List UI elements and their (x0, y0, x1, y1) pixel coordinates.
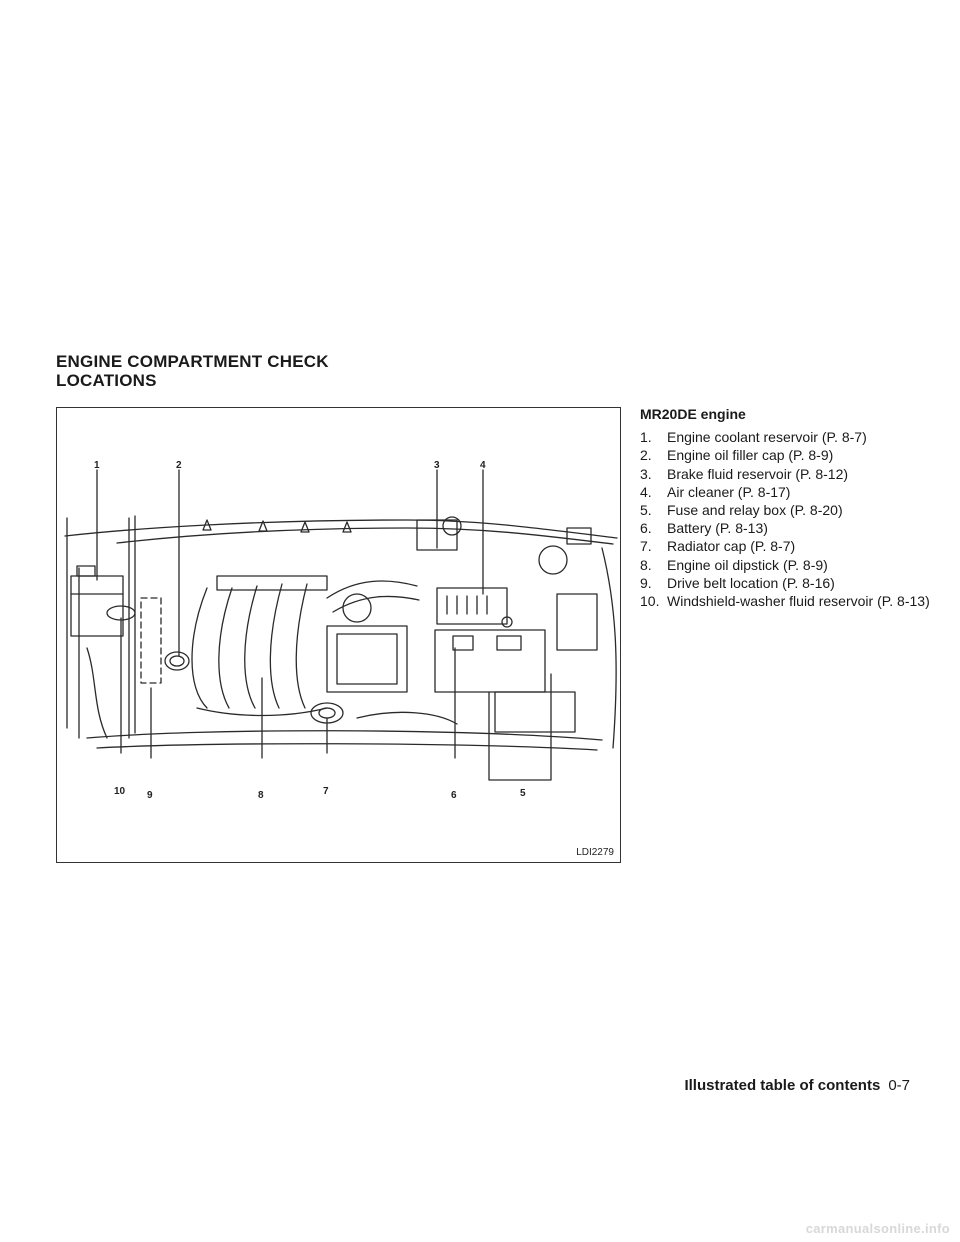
engine-compartment-figure: 1 2 3 4 5 6 7 8 9 10 LDI2279 (56, 407, 621, 863)
callout-1: 1 (94, 460, 100, 471)
legend-item-text: Engine oil dipstick (P. 8-9) (667, 556, 828, 573)
legend-item-number: 5. (640, 502, 652, 519)
section-heading: ENGINE COMPARTMENT CHECK LOCATIONS (56, 352, 329, 390)
legend-item: 10. Windshield-washer fluid reservoir (P.… (640, 592, 940, 610)
section-heading-line-1: ENGINE COMPARTMENT CHECK (56, 352, 329, 371)
callout-6: 6 (451, 790, 457, 801)
engine-legend: MR20DE engine 1. Engine coolant reservoir… (640, 405, 940, 610)
legend-item-text: Engine oil filler cap (P. 8-9) (667, 447, 834, 464)
watermark-text: carmanualsonline.info (805, 1221, 950, 1236)
legend-item-text: Drive belt location (P. 8-16) (667, 574, 835, 591)
legend-item: 4. Air cleaner (P. 8-17) (640, 483, 940, 501)
legend-title: MR20DE engine (640, 406, 746, 422)
legend-item-text: Air cleaner (P. 8-17) (667, 483, 791, 500)
legend-item: 7. Radiator cap (P. 8-7) (640, 537, 940, 555)
legend-item-number: 3. (640, 465, 652, 482)
callout-7: 7 (323, 786, 329, 797)
callout-9: 9 (147, 790, 153, 801)
legend-item-number: 4. (640, 483, 652, 500)
callout-4: 4 (480, 460, 486, 471)
engine-line-drawing (64, 469, 618, 781)
legend-item-text: Radiator cap (P. 8-7) (667, 538, 796, 555)
callout-5: 5 (520, 788, 526, 799)
legend-item-text: Battery (P. 8-13) (667, 520, 768, 537)
legend-item-text: Fuse and relay box (P. 8-20) (667, 502, 843, 519)
legend-item-number: 7. (640, 538, 652, 555)
callout-2: 2 (176, 460, 182, 471)
page-footer: Illustrated table of contents 0-7 (684, 1077, 910, 1094)
callout-8: 8 (258, 790, 264, 801)
legend-item-number: 1. (640, 429, 652, 446)
legend-item: 5. Fuse and relay box (P. 8-20) (640, 501, 940, 519)
legend-item-number: 10. (640, 593, 660, 610)
legend-item: 2. Engine oil filler cap (P. 8-9) (640, 446, 940, 464)
legend-item-number: 2. (640, 447, 652, 464)
legend-item-text: Engine coolant reservoir (P. 8-7) (667, 429, 867, 446)
legend-item-number: 6. (640, 520, 652, 537)
legend-item: 8. Engine oil dipstick (P. 8-9) (640, 556, 940, 574)
legend-item: 3. Brake fluid reservoir (P. 8-12) (640, 465, 940, 483)
callout-3: 3 (434, 460, 440, 471)
legend-item-number: 9. (640, 574, 652, 591)
legend-item: 1. Engine coolant reservoir (P. 8-7) (640, 428, 940, 446)
legend-item-text: Brake fluid reservoir (P. 8-12) (667, 465, 849, 482)
footer-section-title: Illustrated table of contents (684, 1077, 881, 1094)
legend-item: 6. Battery (P. 8-13) (640, 519, 940, 537)
figure-code: LDI2279 (576, 847, 614, 858)
footer-page-number: 0-7 (888, 1077, 910, 1094)
legend-item-number: 8. (640, 556, 652, 573)
callout-10: 10 (114, 786, 126, 797)
legend-item-text: Windshield-washer fluid reservoir (P. 8-… (667, 593, 930, 610)
legend-item: 9. Drive belt location (P. 8-16) (640, 574, 940, 592)
section-heading-line-2: LOCATIONS (56, 371, 157, 390)
